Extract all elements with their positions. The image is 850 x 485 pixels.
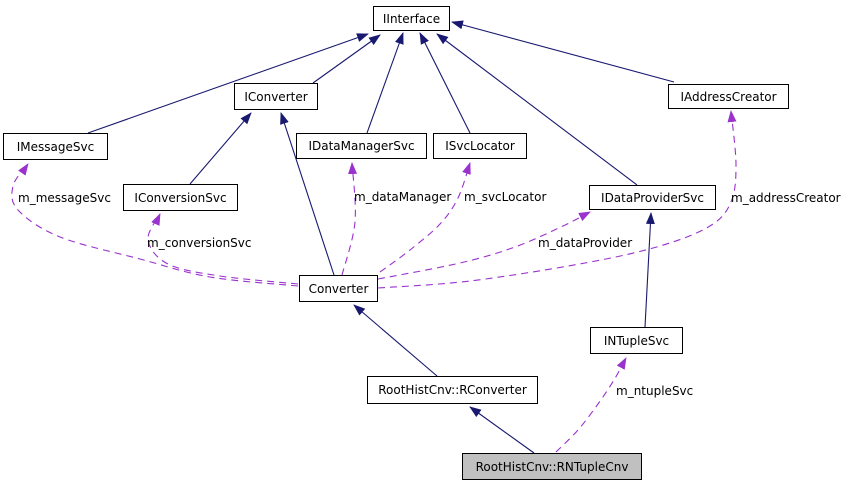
edge-converter-iaddresscreator: [377, 110, 737, 289]
edge-converter-iconversionsvc: [147, 213, 299, 285]
class-node-rntuplecnv: RootHistCnv::RNTupleCnv: [462, 453, 642, 480]
class-node-imessagesvc[interactable]: IMessageSvc: [3, 133, 108, 160]
class-node-idataprovidersvc[interactable]: IDataProviderSvc: [589, 185, 716, 210]
edge-intuplesvc-idataprovidersvc: [644, 212, 655, 328]
edge-label-m_conversionSvc: m_conversionSvc: [147, 236, 252, 250]
edge-rntuplecnv-intuplesvc: [555, 357, 627, 453]
edge-rconverter-converter: [353, 304, 438, 377]
edge-label-m_svcLocator: m_svcLocator: [464, 190, 547, 204]
edge-label-m_dataManager: m_dataManager: [354, 190, 452, 204]
edge-rntuplecnv-rconverter: [469, 406, 535, 454]
edge-converter-idatamanagersvc: [341, 162, 358, 276]
class-node-iaddresscreator[interactable]: IAddressCreator: [668, 84, 789, 109]
edge-iaddresscreator-iinterface: [451, 20, 675, 83]
edge-label-m_addressCreator: m_addressCreator: [731, 191, 841, 205]
edge-label-m_ntupleSvc: m_ntupleSvc: [616, 384, 694, 398]
edge-imessagesvc-iinterface: [87, 33, 369, 134]
edge-converter-imessagesvc: [11, 163, 299, 287]
edge-isvclocator-iinterface: [419, 32, 471, 134]
edge-label-m_messageSvc: m_messageSvc: [18, 191, 111, 205]
edge-label-m_dataProvider: m_dataProvider: [538, 236, 633, 250]
edge-idatamanagersvc-iinterface: [366, 32, 404, 134]
class-node-iconversionsvc[interactable]: IConversionSvc: [123, 184, 238, 211]
edge-converter-iconverter: [280, 112, 335, 276]
edge-converter-isvclocator: [379, 162, 471, 273]
class-node-idatamanagersvc[interactable]: IDataManagerSvc: [296, 133, 427, 159]
class-node-iconverter[interactable]: IConverter: [234, 83, 318, 110]
edge-iconversionsvc-iconverter: [189, 112, 252, 185]
edge-iconverter-iinterface: [312, 34, 381, 84]
class-node-rconverter[interactable]: RootHistCnv::RConverter: [367, 376, 538, 404]
edge-idataprovidersvc-iinterface: [436, 33, 638, 186]
class-node-isvclocator[interactable]: ISvcLocator: [433, 133, 527, 159]
class-node-converter[interactable]: Converter: [299, 275, 378, 302]
class-node-iinterface[interactable]: IInterface: [373, 6, 450, 31]
class-node-intuplesvc[interactable]: INTupleSvc: [590, 327, 683, 354]
